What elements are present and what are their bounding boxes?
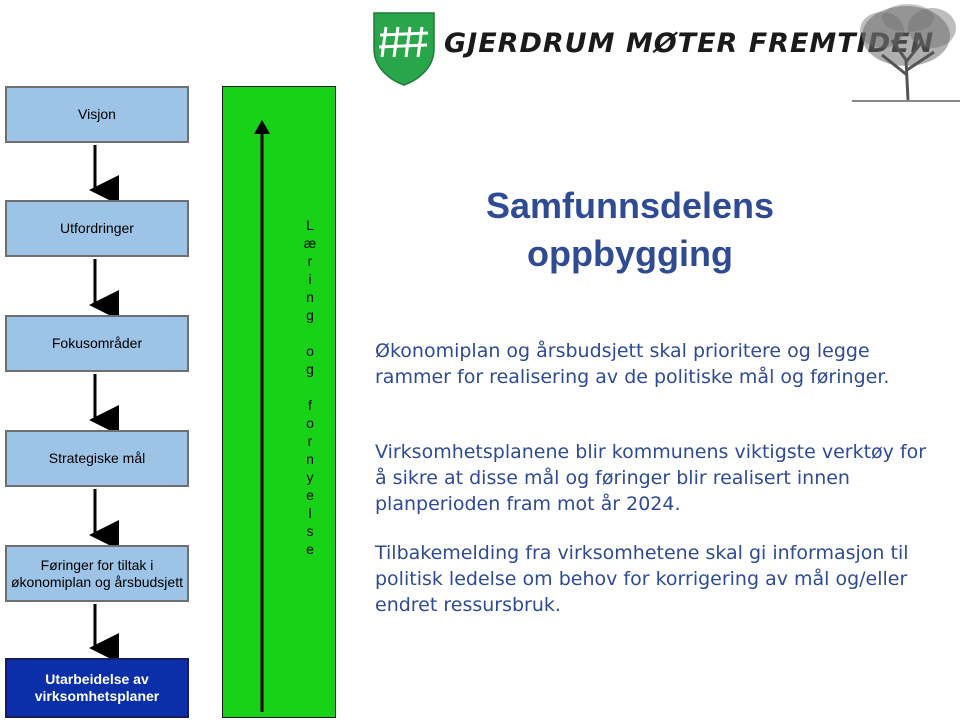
flow-box-foringer: Føringer for tiltak i økonomiplan og års… bbox=[5, 545, 189, 602]
feedback-bar-letter: n bbox=[306, 451, 314, 467]
flow-box-utfordringer: Utfordringer bbox=[5, 200, 189, 257]
paragraph-economy: Økonomiplan og årsbudsjett skal priorite… bbox=[375, 340, 890, 388]
flow-connectors bbox=[89, 145, 119, 663]
flow-box-fokusomrader: Fokusområder bbox=[5, 315, 189, 372]
feedback-bar-letter: n bbox=[306, 289, 314, 305]
tree-icon bbox=[852, 4, 960, 102]
feedback-bar bbox=[222, 86, 336, 718]
feedback-bar-letter: l bbox=[308, 505, 312, 521]
flow-box-utarbeidelse: Utarbeidelse av virksomhetsplaner bbox=[5, 658, 189, 718]
feedback-bar-letter: æ bbox=[303, 235, 317, 251]
feedback-bar-letter: e bbox=[306, 487, 314, 503]
feedback-bar-letter: e bbox=[306, 541, 314, 557]
logo-slogan: GJERDRUM MØTER FREMTIDEN bbox=[444, 28, 935, 59]
feedback-bar-letter: r bbox=[307, 433, 313, 449]
feedback-bar-letter: L bbox=[306, 217, 314, 233]
feedback-bar-letter: o bbox=[306, 343, 314, 359]
page-title: Samfunnsdelens oppbygging bbox=[485, 185, 775, 274]
feedback-bar-letter bbox=[292, 378, 328, 396]
flow-box-visjon: Visjon bbox=[5, 86, 189, 143]
feedback-bar-letter: g bbox=[306, 307, 314, 323]
paragraph-feedback: Tilbakemelding fra virksomhetene skal gi… bbox=[375, 542, 909, 616]
flow-box-strategiske-mal: Strategiske mål bbox=[5, 430, 189, 487]
feedback-bar-letter: g bbox=[306, 361, 314, 377]
up-arrow-icon bbox=[254, 120, 270, 712]
municipality-shield-icon bbox=[373, 12, 435, 86]
feedback-bar-letter: o bbox=[306, 415, 314, 431]
paragraph-business-plans: Virksomhetsplanene blir kommunens viktig… bbox=[375, 441, 927, 515]
feedback-bar-letter bbox=[292, 324, 328, 342]
feedback-bar-letter: i bbox=[308, 271, 312, 287]
feedback-bar-letter: r bbox=[307, 253, 313, 269]
feedback-bar-letter: y bbox=[306, 469, 314, 485]
feedback-bar-letter: f bbox=[308, 397, 312, 413]
feedback-bar-letter: s bbox=[306, 523, 314, 539]
